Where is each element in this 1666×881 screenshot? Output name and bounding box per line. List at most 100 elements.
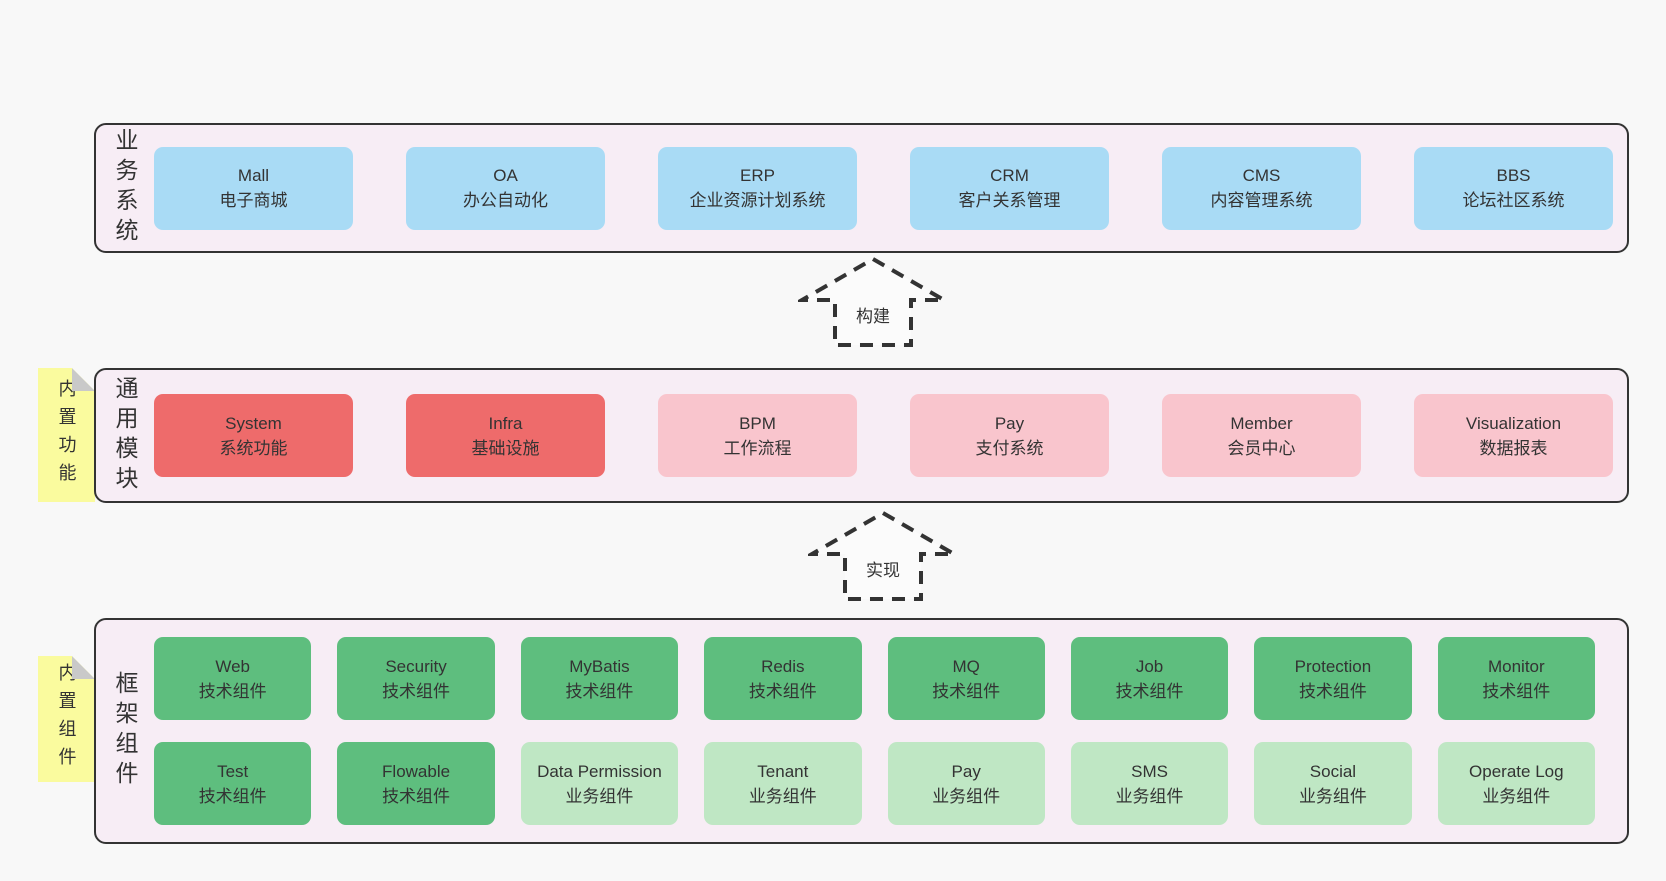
band-label-business-systems: 业务系统	[96, 125, 154, 251]
component-box-security: Security 技术组件	[337, 637, 495, 720]
module-box-infra: Infra 基础设施	[406, 394, 605, 477]
module-row: Mall 电子商城 OA 办公自动化 ERP 企业资源计划系统 CRM 客户关系…	[154, 146, 1613, 230]
module-desc: 技术组件	[932, 681, 1001, 701]
band-label-framework-components: 框架组件	[96, 620, 154, 842]
module-row: System 系统功能 Infra 基础设施 BPM 工作流程 Pay 支付系统…	[154, 394, 1613, 477]
component-box-protection: Protection 技术组件	[1254, 637, 1412, 720]
module-desc: 技术组件	[198, 681, 267, 701]
module-box-bpm: BPM 工作流程	[658, 394, 857, 477]
module-name: Test	[217, 761, 249, 781]
band-common-modules: 通用模块 System 系统功能 Infra 基础设施 BPM 工作流程 Pay	[94, 368, 1629, 503]
module-box-cms: CMS 内容管理系统	[1162, 146, 1361, 230]
module-name: Visualization	[1465, 413, 1562, 433]
module-name: Pay	[994, 413, 1025, 433]
component-box-redis: Redis 技术组件	[704, 637, 862, 720]
component-row: Web 技术组件 Security 技术组件 MyBatis 技术组件 Redi…	[154, 637, 1595, 720]
module-desc: 技术组件	[1298, 681, 1367, 701]
component-box-flowable: Flowable 技术组件	[337, 742, 495, 825]
module-desc: 技术组件	[1482, 681, 1551, 701]
module-name: Mall	[237, 166, 270, 185]
component-box-operate-log: Operate Log 业务组件	[1437, 742, 1595, 825]
module-name: OA	[493, 166, 518, 185]
module-desc: 数据报表	[1479, 438, 1548, 458]
sticky-note-builtin-components: 内置组件	[38, 656, 95, 782]
module-desc: 业务组件	[1298, 786, 1367, 806]
band-content: System 系统功能 Infra 基础设施 BPM 工作流程 Pay 支付系统…	[154, 370, 1627, 501]
module-name: Redis	[761, 656, 805, 676]
module-desc: 技术组件	[382, 786, 451, 806]
component-box-social: Social 业务组件	[1254, 742, 1412, 825]
band-label-text: 通用模块	[112, 375, 138, 496]
module-desc: 基础设施	[471, 438, 540, 458]
module-desc: 内容管理系统	[1210, 191, 1313, 210]
module-desc: 技术组件	[748, 681, 817, 701]
module-name: CRM	[990, 166, 1029, 185]
module-box-erp: ERP 企业资源计划系统	[658, 146, 857, 230]
module-box-bbs: BBS 论坛社区系统	[1414, 146, 1613, 230]
dashed-up-arrow-build: 构建	[798, 256, 948, 348]
component-box-sms: SMS 业务组件	[1070, 742, 1229, 825]
band-business-systems: 业务系统 Mall 电子商城 OA 办公自动化 ERP 企业资源计划系统 CRM	[94, 123, 1629, 253]
arrow-label-build: 构建	[853, 302, 893, 327]
module-box-visualization: Visualization 数据报表	[1414, 394, 1613, 477]
component-box-test: Test 技术组件	[154, 742, 312, 825]
module-name: Operate Log	[1469, 761, 1564, 781]
module-box-crm: CRM 客户关系管理	[910, 146, 1109, 230]
module-desc: 会员中心	[1227, 438, 1296, 458]
module-desc: 技术组件	[565, 681, 634, 701]
module-name: Tenant	[757, 761, 809, 781]
band-label-common-modules: 通用模块	[96, 370, 154, 501]
module-desc: 业务组件	[565, 786, 634, 806]
module-desc: 技术组件	[198, 786, 267, 806]
module-name: Data Permission	[537, 761, 662, 781]
module-name: MQ	[952, 656, 980, 676]
component-box-job: Job 技术组件	[1070, 637, 1229, 720]
component-box-web: Web 技术组件	[154, 637, 312, 720]
module-name: Security	[385, 656, 447, 676]
module-desc: 企业资源计划系统	[689, 191, 826, 210]
module-desc: 技术组件	[1115, 681, 1184, 701]
module-name: Web	[215, 656, 251, 676]
component-box-mq: MQ 技术组件	[887, 637, 1045, 720]
sticky-note-label: 内置功能	[56, 379, 77, 491]
module-box-mall: Mall 电子商城	[154, 146, 353, 230]
module-desc: 电子商城	[219, 191, 288, 210]
module-name: MyBatis	[569, 656, 630, 676]
band-content: Web 技术组件 Security 技术组件 MyBatis 技术组件 Redi…	[154, 620, 1627, 842]
module-box-member: Member 会员中心	[1162, 394, 1361, 477]
band-framework-components: 框架组件 Web 技术组件 Security 技术组件 MyBatis 技术组件…	[94, 618, 1629, 844]
arrow-label-implement: 实现	[863, 556, 903, 581]
band-label-text: 业务系统	[112, 128, 138, 248]
dashed-up-arrow-implement: 实现	[808, 510, 958, 602]
module-desc: 业务组件	[1482, 786, 1551, 806]
module-desc: 论坛社区系统	[1462, 191, 1565, 210]
module-desc: 系统功能	[219, 438, 288, 458]
component-box-mybatis: MyBatis 技术组件	[520, 637, 679, 720]
module-name: Job	[1135, 656, 1164, 676]
module-box-pay: Pay 支付系统	[910, 394, 1109, 477]
module-desc: 支付系统	[975, 438, 1044, 458]
module-desc: 客户关系管理	[958, 191, 1061, 210]
module-desc: 工作流程	[723, 438, 792, 458]
module-name: SMS	[1131, 761, 1168, 781]
module-name: BPM	[739, 413, 776, 433]
module-name: System	[225, 413, 282, 433]
module-name: BBS	[1496, 166, 1531, 185]
band-content: Mall 电子商城 OA 办公自动化 ERP 企业资源计划系统 CRM 客户关系…	[154, 125, 1627, 251]
folded-corner-icon	[72, 368, 95, 391]
band-label-text: 框架组件	[112, 671, 138, 791]
module-desc: 业务组件	[1115, 786, 1184, 806]
component-box-pay: Pay 业务组件	[887, 742, 1045, 825]
component-box-tenant: Tenant 业务组件	[704, 742, 862, 825]
sticky-note-label: 内置组件	[56, 663, 77, 775]
module-name: Monitor	[1487, 656, 1545, 676]
module-name: Infra	[488, 413, 523, 433]
module-name: Flowable	[382, 761, 451, 781]
module-box-oa: OA 办公自动化	[406, 146, 605, 230]
component-box-monitor: Monitor 技术组件	[1437, 637, 1595, 720]
sticky-note-builtin-features: 内置功能	[38, 368, 95, 502]
folded-corner-icon	[72, 656, 95, 679]
module-name: CMS	[1242, 166, 1281, 185]
component-row: Test 技术组件 Flowable 技术组件 Data Permission …	[154, 742, 1595, 825]
